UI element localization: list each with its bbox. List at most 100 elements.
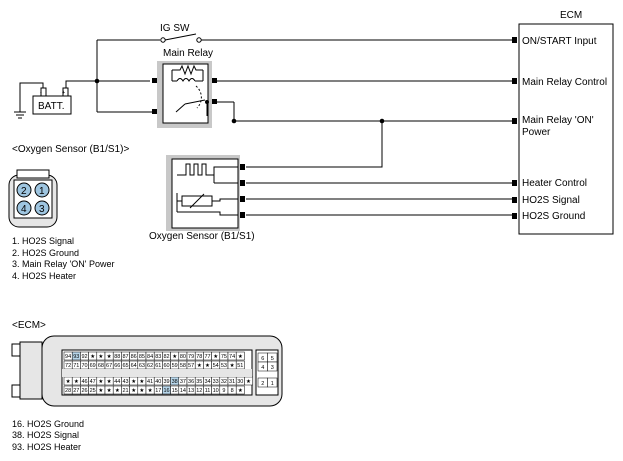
ecm-pin-number: 15	[172, 388, 178, 394]
ecm-pin-number: 11	[205, 388, 211, 394]
ecm-legend-item: 38. HO2S Signal	[12, 430, 79, 440]
ecm-module: ECM ON/START Input Main Relay Control Ma…	[512, 10, 614, 235]
ecm-pin-number: 58	[180, 363, 186, 369]
ecm-pin-number: ★	[172, 353, 177, 360]
ecm-pin-number: 2	[261, 381, 264, 387]
battery: BATT. - +	[14, 80, 150, 119]
ecm-pin-number: ★	[115, 387, 120, 394]
ecm-pin-number: ★	[98, 387, 103, 394]
ecm-pin-number: ★	[139, 378, 144, 385]
sensor-pin-1	[34, 182, 50, 198]
ecm-pin-number: 67	[106, 363, 112, 369]
ecm-pin-number: 47	[90, 379, 96, 385]
ecm-pin-number: 46	[81, 379, 87, 385]
ecm-pin-number: 6	[261, 356, 264, 362]
sensor-legend-item: 4. HO2S Heater	[12, 271, 76, 281]
ecm-pin-number: ★	[131, 378, 136, 385]
ecm-pin-number: 12	[196, 388, 202, 394]
ecm-pin-number: 53	[221, 363, 227, 369]
ecm-pin-number: 65	[122, 363, 128, 369]
ecm-pin-main-relay-control: Main Relay Control	[522, 77, 607, 88]
ecm-pin-number: 69	[90, 363, 96, 369]
ecm-pin-number: ★	[107, 353, 112, 360]
ecm-pin-number: 66	[114, 363, 120, 369]
ecm-pin-number: 8	[231, 388, 234, 394]
ecm-pin-number: 26	[81, 388, 87, 394]
ecm-pin-number: 64	[131, 363, 137, 369]
ecm-connector-divider	[62, 369, 252, 377]
ecm-pin-number: 30	[237, 379, 243, 385]
ecm-pin-number: 82	[163, 354, 169, 360]
ecm-pin-number: ★	[90, 353, 95, 360]
ecm-pin-number: 31	[229, 379, 235, 385]
ecm-pin-number: ★	[74, 378, 79, 385]
ecm-pin-number: 38	[172, 379, 178, 385]
ecm-pin-number: ★	[148, 387, 153, 394]
ecm-pin-number: 71	[73, 363, 79, 369]
sensor-pin-2	[16, 182, 32, 198]
ecm-pin-number: ★	[213, 353, 218, 360]
ecm-pin-cell	[267, 361, 278, 372]
ecm-pin-number: 9	[222, 388, 225, 394]
sensor-legend: 1. HO2S Signal 2. HO2S Ground 3. Main Re…	[12, 236, 114, 281]
ecm-pin-number: ★	[66, 378, 71, 385]
ecm-pin-number: 60	[163, 363, 169, 369]
ecm-pin-number: 61	[155, 363, 161, 369]
ecm-pin-cell	[235, 385, 245, 395]
ecm-pin-number: ★	[197, 362, 202, 369]
ecm-pin-heater-control: Heater Control	[522, 178, 587, 189]
ecm-pin-number: 36	[188, 379, 194, 385]
ecm-pin-on-start-input: ON/START Input	[522, 36, 597, 47]
ecm-pin-number: 86	[131, 354, 137, 360]
ecm-pin-number: 78	[196, 354, 202, 360]
sensor-pin-4-number: 4	[21, 204, 27, 215]
ecm-pin-number: 3	[271, 365, 274, 371]
ecm-pin-number: 10	[213, 388, 219, 394]
ecm-pin-number: 39	[163, 379, 169, 385]
ecm-pin-number: 68	[98, 363, 104, 369]
ecm-pin-number: ★	[98, 353, 103, 360]
sensor-pin-3-number: 3	[39, 204, 45, 215]
ecm-pin-number: 77	[204, 354, 210, 360]
ecm-pin-number: 92	[81, 354, 87, 360]
sensor-pin-3	[34, 200, 50, 216]
ecm-pin-number: 37	[180, 379, 186, 385]
sensor-pin-4	[16, 200, 32, 216]
oxygen-sensor-component: Oxygen Sensor (B1/S1)	[149, 155, 255, 242]
ecm-pin-number: 51	[237, 363, 243, 369]
sensor-pin-1-number: 1	[39, 186, 45, 197]
ecm-pin-number: 74	[229, 354, 235, 360]
ecm-pin-number: 63	[139, 363, 145, 369]
sensor-pin-2-number: 2	[21, 186, 27, 197]
ecm-pin-number: 32	[221, 379, 227, 385]
ecm-pin-number: 79	[188, 354, 194, 360]
ecm-pin-number: 44	[114, 379, 120, 385]
ecm-legend-item: 93. HO2S Heater	[12, 442, 81, 452]
ecm-pin-cell	[235, 351, 245, 361]
battery-minus: -	[40, 90, 42, 96]
ecm-pin-number: ★	[98, 378, 103, 385]
sensor-legend-item: 2. HO2S Ground	[12, 248, 79, 258]
ecm-pin-number: 85	[139, 354, 145, 360]
ecm-pin-number: 70	[81, 363, 87, 369]
ecm-pin-number: 62	[147, 363, 153, 369]
ecm-pin-number: 72	[65, 363, 71, 369]
ecm-pin-number: 93	[73, 354, 79, 360]
main-relay: Main Relay	[152, 48, 217, 128]
ecm-pin-number: ★	[107, 387, 112, 394]
ecm-pin-number: 88	[114, 354, 120, 360]
ecm-legend-item: 16. HO2S Ground	[12, 419, 84, 429]
ecm-pin-number: ★	[107, 378, 112, 385]
ecm-pin-number: 41	[147, 379, 153, 385]
ecm-pin-number: 27	[73, 388, 79, 394]
ecm-pin-number: 16	[163, 388, 169, 394]
ecm-pin-number: 14	[180, 388, 186, 394]
ecm-pin-number: 75	[221, 354, 227, 360]
ecm-pin-number: 80	[180, 354, 186, 360]
ecm-pin-number: ★	[205, 362, 210, 369]
ecm-pin-number: 21	[122, 388, 128, 394]
ecm-pin-number: ★	[238, 353, 243, 360]
